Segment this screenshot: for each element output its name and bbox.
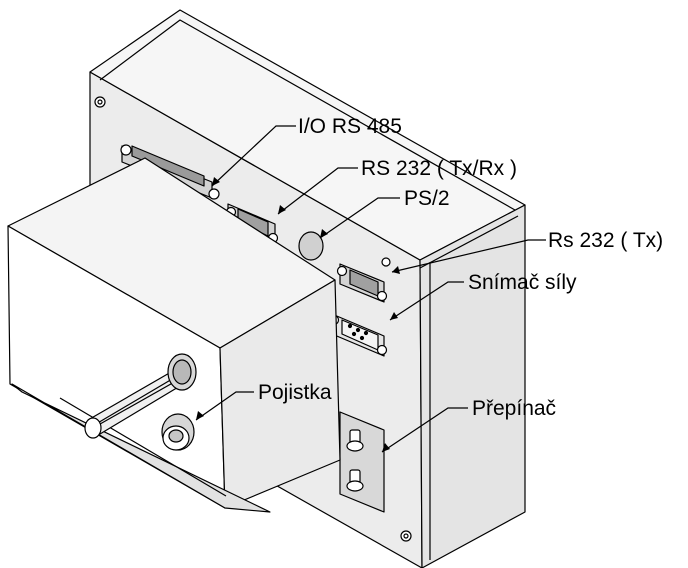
label-ps2: PS/2 [404,187,450,210]
housing-right-face [419,204,526,568]
ps2-port-icon [298,231,324,261]
housing-edge-line [99,19,516,211]
label-rs232-txrx: RS 232 ( Tx/Rx ) [361,157,517,180]
screw-icon [381,257,391,267]
screw-icon [400,530,412,542]
leader-switch [381,407,468,453]
label-force-sensor: Snímač síly [468,271,577,294]
rs232-tx-connector-icon [336,263,388,303]
leader-force-sensor [389,281,464,321]
label-fuse: Pojistka [258,381,332,404]
cable-gland-icon [84,353,197,439]
fuse-holder-icon [161,413,195,451]
switch-panel-icon [339,411,385,513]
leader-ps2 [319,197,400,239]
label-io-rs485: I/O RS 485 [298,115,402,138]
leader-rs232-tx [391,239,546,273]
leader-arrowheads [196,177,400,452]
screw-icon [94,96,106,108]
leader-rs232-txrx [277,167,358,215]
label-switch: Přepínač [472,397,557,420]
leader-lines [195,125,546,453]
leader-io-rs485 [211,125,296,187]
label-rs232-tx: Rs 232 ( Tx) [548,229,664,252]
leader-fuse [195,391,254,421]
front-enclosure [7,157,341,513]
